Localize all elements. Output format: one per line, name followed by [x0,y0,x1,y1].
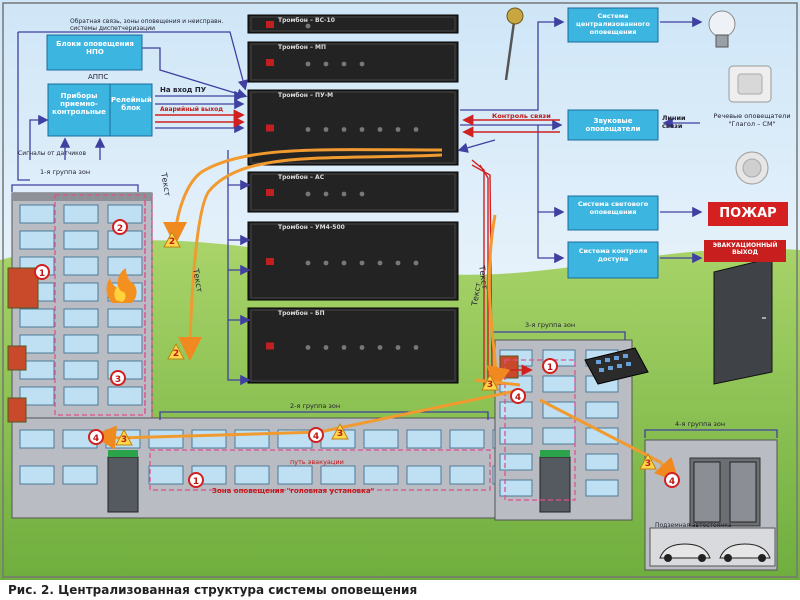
evac-path-label: путь эвакуации [290,458,344,466]
access-control-box-label: Система контроля доступа [578,247,648,263]
zone-marker-n4: 4 [313,432,319,442]
rack-unit-name: Тромбон – АС [278,174,325,181]
evacuation-doors [107,450,571,513]
zone-label: Зона оповещения "головная установка" [212,487,375,495]
speakers-label: Речевые оповещатели "Глагол – СМ" [713,112,791,128]
zone-marker-n1: 1 [547,363,553,373]
to-input-label: На вход ПУ [160,86,207,94]
parking-label: Подземная автостоянка [655,522,732,529]
zone-marker-n2: 2 [169,237,175,247]
emergency-line-label: Аварийный выход [160,106,224,113]
rack-unit-name: Тромбон – ВС-10 [278,17,335,24]
zone-marker-n1: 1 [39,269,45,279]
diagram-svg: 2 2 2 3 3 3 3 3 4 4 4 4 1 1 1 [0,0,800,580]
rack-unit-name: Тромбон – МП [278,44,327,51]
speaker-icon [728,65,772,103]
zone-marker-n2: 2 [173,349,179,359]
zone-marker-n2: 2 [117,224,123,234]
rack-unit-name: Тромбон – ПУ-М [278,92,334,99]
group2-label: 2-я группа зон [290,402,341,410]
rack-unit-name: Тромбон – УМ4-500 [278,224,345,231]
zone-boundaries [54,194,576,501]
zone-markers: 2 2 2 3 3 3 3 3 4 4 4 4 1 1 1 [34,219,680,488]
sensor-signals-label: Сигналы от датчиков [18,150,86,157]
diagram-canvas: 2 2 2 3 3 3 3 3 4 4 4 4 1 1 1 Обратная связь, зоны опо… [0,0,800,580]
receiver-box-label: Приборы приемно-контрольные [52,92,106,116]
microphone-icon [504,7,524,81]
zone-marker-n3: 3 [115,375,121,385]
fire-sign-label: ПОЖАР [719,206,777,221]
exit-sign-label: ЭВАКУАЦИОННЫЙ ВЫХОД [712,242,778,256]
zone-marker-n1: 1 [193,477,199,487]
fire-sign-box [708,202,788,226]
zone-marker-n4: 4 [93,434,99,444]
signal-lines [17,16,703,386]
figure-caption: Рис. 2. Централизованная структура систе… [8,583,418,597]
zone-marker-n3: 3 [121,435,127,445]
equipment-rack [247,14,459,384]
lightbulb-icon [708,10,736,48]
round-speaker-icon [735,151,769,185]
group4-label: 4-я группа зон [675,420,726,428]
zone-marker-n4: 4 [669,477,675,487]
lines-label: Линии связи [662,114,686,130]
rack-unit-name: Тромбон – БП [278,310,325,317]
central-alert-box-label: Система централизованного оповещения [576,12,650,36]
group3-label: 3-я группа зон [525,321,576,329]
feedback-note: Обратная связь, зоны оповещения и неиспр… [70,18,224,32]
sound-alert-box-label: Звуковые оповещатели [585,117,641,133]
control-label: Контроль связи [492,112,551,120]
zone-marker-n3: 3 [645,459,651,469]
system-label: АППС [88,73,109,81]
alarm-block-box [46,34,153,137]
exit-sign-box [704,240,786,262]
fire-control-box-label: Блоки оповещения НПО [56,40,134,56]
control-console-icon [584,347,649,385]
zone-marker-n3: 3 [337,429,343,439]
zone-marker-n4: 4 [515,393,521,403]
building-parking [644,439,778,571]
light-alert-box-label: Система светового оповещения [577,200,649,216]
relay-box-label: Релейный блок [111,96,152,112]
fire-icon [106,268,137,303]
exit-door [713,257,773,385]
group1-label: 1-я группа зон [40,168,91,176]
zone-marker-n3: 3 [487,380,493,390]
right-system-boxes [567,7,659,279]
